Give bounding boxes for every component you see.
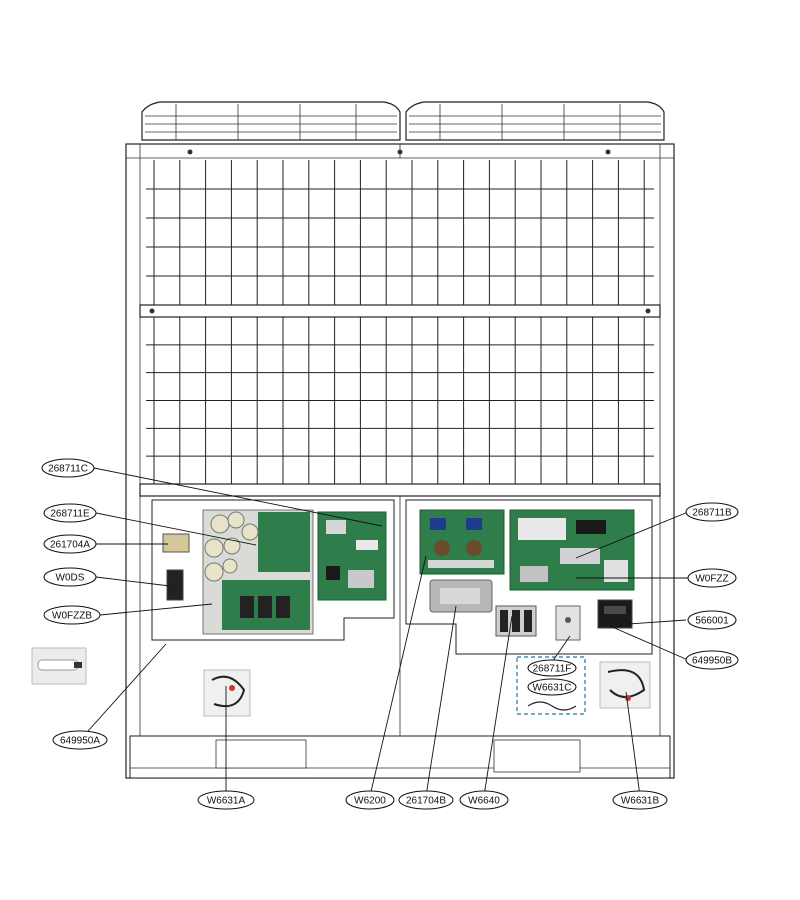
svg-text:268711B: 268711B bbox=[692, 508, 732, 519]
label-261704B: 261704B bbox=[398, 790, 454, 810]
label-566001: 566001 bbox=[687, 610, 737, 630]
svg-text:268711C: 268711C bbox=[48, 464, 88, 475]
svg-text:W0FZZB: W0FZZB bbox=[52, 611, 92, 622]
label-261704A: 261704A bbox=[43, 534, 97, 554]
accessory-callout-box bbox=[516, 656, 586, 715]
svg-text:566001: 566001 bbox=[695, 616, 729, 627]
svg-text:W6640: W6640 bbox=[468, 796, 500, 807]
wire-harness-a-photo bbox=[203, 669, 251, 717]
fan-guard-left bbox=[141, 101, 401, 141]
svg-text:W6631B: W6631B bbox=[621, 796, 660, 807]
transformer-photo bbox=[162, 533, 190, 553]
svg-text:W0FZZ: W0FZZ bbox=[695, 574, 728, 585]
paste-tube-photo bbox=[31, 647, 87, 685]
label-268711E: 268711E bbox=[43, 503, 97, 523]
bracket-photo bbox=[555, 605, 581, 641]
label-W0DS: W0DS bbox=[43, 567, 97, 587]
svg-text:W0DS: W0DS bbox=[56, 573, 85, 584]
coil-grille bbox=[146, 160, 654, 484]
svg-text:649950A: 649950A bbox=[60, 736, 100, 747]
terminal-block-photo bbox=[495, 605, 537, 637]
label-W6631B: W6631B bbox=[612, 790, 668, 810]
label-649950A: 649950A bbox=[52, 730, 108, 750]
label-W6640: W6640 bbox=[459, 790, 509, 810]
inverter-pcb-photo bbox=[202, 509, 314, 635]
label-649950B: 649950B bbox=[685, 650, 739, 670]
cabinet-frame bbox=[125, 143, 675, 779]
svg-text:W6631C: W6631C bbox=[533, 683, 572, 694]
svg-text:268711E: 268711E bbox=[50, 509, 90, 520]
contactor-photo bbox=[597, 599, 633, 629]
fan-guard-right bbox=[405, 101, 665, 141]
svg-text:268711F: 268711F bbox=[533, 664, 572, 675]
svg-text:261704B: 261704B bbox=[406, 796, 446, 807]
label-W6631A: W6631A bbox=[197, 790, 255, 810]
reactor-photo bbox=[429, 579, 493, 613]
svg-text:649950B: 649950B bbox=[692, 656, 732, 667]
fan-pcb-photo bbox=[317, 511, 387, 601]
svg-text:W6631A: W6631A bbox=[207, 796, 246, 807]
svg-text:261704A: 261704A bbox=[50, 540, 90, 551]
leader-lines bbox=[79, 467, 689, 800]
label-W6200: W6200 bbox=[345, 790, 395, 810]
main-pcb-photo bbox=[509, 509, 635, 591]
label-268711F: 268711F bbox=[527, 659, 577, 677]
label-268711B: 268711B bbox=[685, 502, 739, 522]
wire-harness-b-photo bbox=[599, 661, 651, 709]
label-W6631C: W6631C bbox=[527, 678, 577, 696]
filter-pcb-photo bbox=[419, 509, 505, 575]
fuse-holder-photo bbox=[166, 569, 184, 601]
svg-text:W6200: W6200 bbox=[354, 796, 386, 807]
label-268711C: 268711C bbox=[41, 458, 95, 478]
label-W0FZZB: W0FZZB bbox=[43, 605, 101, 625]
label-W0FZZ: W0FZZ bbox=[687, 568, 737, 588]
